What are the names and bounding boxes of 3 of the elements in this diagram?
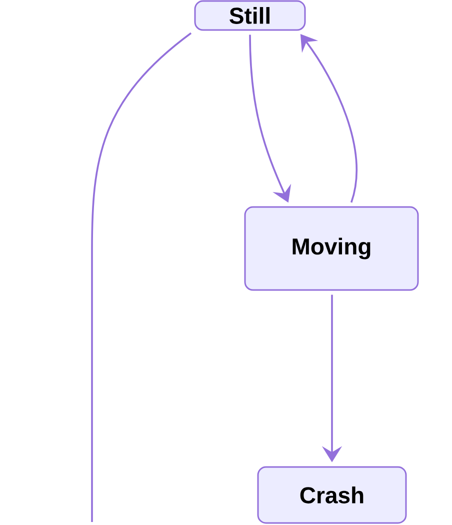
state-box: Moving [244,206,419,291]
state-box: Still [194,0,306,31]
state-box: Crash [257,466,407,524]
